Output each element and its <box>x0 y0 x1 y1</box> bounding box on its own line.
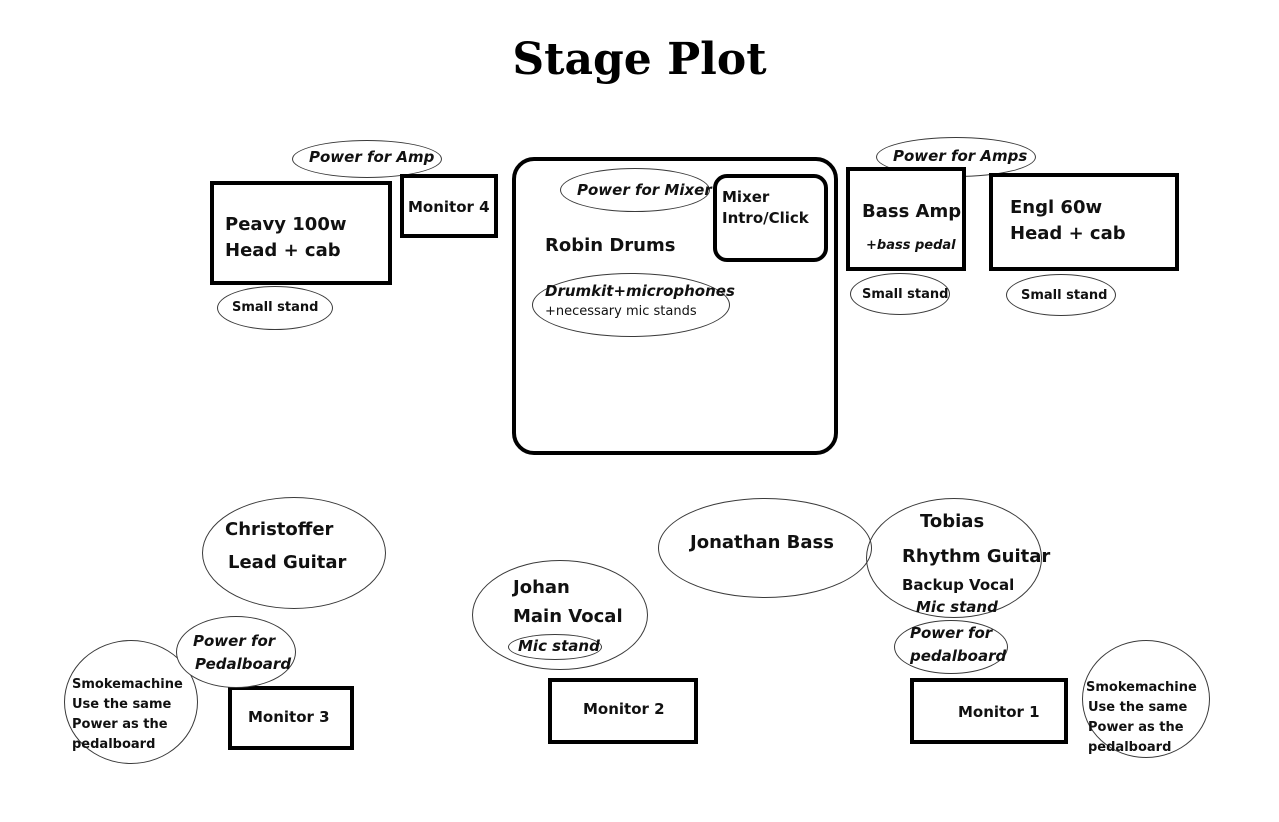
power-for-pedalboard-left-oval <box>176 616 296 688</box>
tobias-mic-stand: Mic stand <box>916 598 998 616</box>
peavy-amp-label-line2: Head + cab <box>225 240 341 261</box>
drumkit-label: Drumkit+microphones <box>545 282 735 300</box>
smokemachine-right-line2: Use the same <box>1088 700 1188 715</box>
bass-pedal-label: +bass pedal <box>866 238 956 253</box>
christoffer-role: Lead Guitar <box>228 552 347 573</box>
small-stand-right-label: Small stand <box>1021 288 1108 303</box>
smokemachine-right-line4: pedalboard <box>1088 740 1172 755</box>
mixer-box <box>713 174 828 262</box>
power-for-mixer-label: Power for Mixer <box>577 181 712 199</box>
engl-amp-box <box>989 173 1179 271</box>
power-for-mixer-oval <box>560 168 710 212</box>
smokemachine-left-line3: Power as the <box>72 717 168 732</box>
drummer-label: Robin Drums <box>545 235 676 256</box>
engl-amp-label-line2: Head + cab <box>1010 223 1126 244</box>
drumkit-oval <box>532 273 730 337</box>
page-title: Stage Plot <box>512 34 767 85</box>
johan-name: Johan <box>513 577 570 598</box>
small-stand-right-oval <box>1006 274 1116 316</box>
power-for-pedalboard-right-line1: Power for <box>910 624 993 642</box>
power-for-amps-label: Power for Amps <box>893 147 1028 165</box>
smokemachine-left-line4: pedalboard <box>72 737 156 752</box>
monitor-2-box <box>548 678 698 744</box>
power-for-amp-oval <box>292 140 442 178</box>
tobias-role: Rhythm Guitar <box>902 546 1051 567</box>
monitor-4-label: Monitor 4 <box>408 198 490 216</box>
power-for-pedalboard-right-line2: pedalboard <box>910 647 1007 665</box>
smokemachine-right-oval <box>1082 640 1210 758</box>
power-for-pedalboard-right-oval <box>894 620 1008 674</box>
christoffer-oval <box>202 497 386 609</box>
mixer-label-line1: Mixer <box>722 188 770 206</box>
smokemachine-left-oval <box>64 640 198 764</box>
smokemachine-left-line2: Use the same <box>72 697 172 712</box>
jonathan-label: Jonathan Bass <box>690 532 834 553</box>
smokemachine-left-line1: Smokemachine <box>72 677 183 692</box>
small-stand-bass-oval <box>850 273 950 315</box>
mixer-label-line2: Intro/Click <box>722 209 809 227</box>
mic-stands-label: +necessary mic stands <box>545 304 697 319</box>
power-for-pedalboard-left-line1: Power for <box>193 632 276 650</box>
johan-mic-stand-label: Mic stand <box>518 637 600 655</box>
monitor-3-label: Monitor 3 <box>248 708 330 726</box>
tobias-oval <box>866 498 1042 618</box>
christoffer-name: Christoffer <box>225 519 334 540</box>
monitor-4-box <box>400 174 498 238</box>
bass-amp-box <box>846 167 966 271</box>
power-for-amp-label: Power for Amp <box>309 148 435 166</box>
monitor-2-label: Monitor 2 <box>583 700 665 718</box>
small-stand-bass-label: Small stand <box>862 287 949 302</box>
bass-amp-label: Bass Amp <box>862 201 962 222</box>
johan-mic-stand-oval <box>508 634 602 660</box>
small-stand-left-oval <box>217 286 333 330</box>
johan-oval <box>472 560 648 670</box>
smokemachine-right-line1: Smokemachine <box>1086 680 1197 695</box>
tobias-name: Tobias <box>920 511 985 532</box>
monitor-3-box <box>228 686 354 750</box>
peavy-amp-label-line1: Peavy 100w <box>225 214 347 235</box>
power-for-pedalboard-left-line2: Pedalboard <box>195 655 292 673</box>
smokemachine-right-line3: Power as the <box>1088 720 1184 735</box>
small-stand-left-label: Small stand <box>232 300 319 315</box>
peavy-amp-box <box>210 181 392 285</box>
tobias-backup-vocal: Backup Vocal <box>902 576 1015 594</box>
johan-role: Main Vocal <box>513 606 623 627</box>
engl-amp-label-line1: Engl 60w <box>1010 197 1103 218</box>
monitor-1-label: Monitor 1 <box>958 703 1040 721</box>
monitor-1-box <box>910 678 1068 744</box>
